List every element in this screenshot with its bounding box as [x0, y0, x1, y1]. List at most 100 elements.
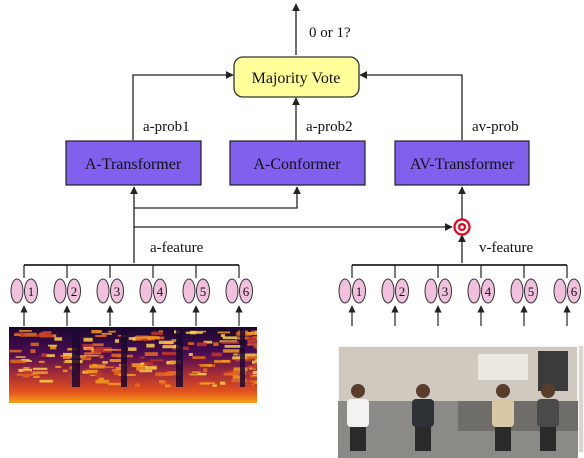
spectrogram-streak: [114, 339, 120, 343]
spectrogram-streak: [94, 349, 112, 353]
a-feature-to-conformer: [134, 186, 301, 209]
video-token-number: 4: [485, 284, 492, 299]
spectrogram-streak: [198, 364, 205, 366]
spectrogram-streak: [186, 372, 198, 375]
spectrogram-streak: [10, 359, 26, 364]
spectrogram-streak: [9, 349, 22, 353]
spectrogram-streak: [229, 370, 247, 375]
spectrogram-streak: [91, 330, 102, 334]
audio-token-blank: [53, 278, 67, 304]
spectrogram-streak: [256, 338, 257, 341]
spectrogram-streak: [248, 343, 257, 346]
spectrogram-streak: [156, 336, 165, 340]
audio-token-blank: [225, 278, 239, 304]
spectrogram-streak: [233, 353, 239, 356]
av-prob-arrow: [359, 71, 463, 140]
video-wall-art: [478, 354, 528, 380]
spectrogram-streak: [146, 343, 155, 348]
spectrogram-streak: [232, 375, 243, 379]
spectrogram-streak: [155, 372, 173, 377]
spectrogram-streak: [111, 353, 126, 357]
spectrogram-streak: [101, 332, 113, 335]
audio-token-number: 5: [200, 284, 207, 299]
spectrogram-streak: [95, 334, 107, 338]
spectrogram-streak: [84, 352, 92, 355]
spectrogram-streak: [251, 383, 257, 386]
video-token-number: 5: [528, 284, 535, 299]
spectrogram-streak: [128, 337, 138, 340]
a-conformer-box: [229, 140, 366, 186]
spectrogram-streak: [32, 371, 48, 375]
spectrogram-streak: [36, 382, 43, 386]
spectrogram-streak: [256, 335, 257, 340]
spectrogram-streak: [222, 336, 237, 340]
spectrogram-streak: [190, 330, 207, 333]
audio-token-numbered: [67, 278, 81, 304]
audio-token-blank: [182, 278, 196, 304]
spectrogram-streak: [54, 337, 63, 341]
audio-token-numbered: [153, 278, 167, 304]
spectrogram-streak: [92, 363, 98, 367]
spectrogram-streak: [170, 360, 182, 364]
spectrogram-streak: [84, 354, 99, 357]
spectrogram-streak: [191, 371, 201, 373]
spectrogram-streak: [139, 369, 153, 373]
audio-token-blank: [96, 278, 110, 304]
audio-token-numbered: [24, 278, 38, 304]
spectrogram-streak: [85, 369, 98, 374]
video-token-numbered: [438, 278, 452, 304]
spectrogram-streak: [39, 379, 53, 383]
v-feature-label: v-feature: [479, 240, 533, 256]
spectrogram-streak: [23, 375, 30, 378]
spectrogram-streak: [140, 362, 145, 365]
video-token-numbered: [524, 278, 538, 304]
spectrogram-streak: [33, 367, 48, 370]
spectrogram-gap: [72, 327, 80, 387]
video-person-legs: [415, 427, 431, 451]
audio-token-numbered: [110, 278, 124, 304]
spectrogram-streak: [203, 368, 208, 373]
spectrogram-streak: [248, 372, 257, 375]
video-token-blank: [510, 278, 524, 304]
video-person-head: [351, 384, 365, 398]
video-person-head: [541, 384, 555, 398]
audio-token-numbered: [239, 278, 253, 304]
spectrogram-streak: [214, 360, 231, 363]
spectrogram-streak: [103, 366, 115, 369]
spectrogram-streak: [33, 375, 40, 379]
spectrogram-streak: [221, 341, 240, 344]
spectrogram-streak: [15, 356, 26, 358]
spectrogram-streak: [21, 359, 30, 361]
spectrogram-streak: [144, 361, 153, 366]
audio-token-blank: [10, 278, 24, 304]
audio-token-number: 1: [28, 284, 35, 299]
spectrogram-streak: [252, 371, 257, 375]
spectrogram-streak: [81, 357, 92, 361]
spectrogram-streak: [89, 364, 106, 369]
spectrogram-streak: [147, 336, 160, 340]
spectrogram-streak: [256, 348, 257, 352]
video-sofa: [458, 401, 578, 431]
video-token-numbered: [352, 278, 366, 304]
spectrogram-streak: [194, 376, 203, 380]
spectrogram-streak: [19, 332, 37, 337]
spectrogram-streak: [158, 330, 164, 333]
spectrogram-streak: [134, 383, 141, 388]
video-person-head: [416, 384, 430, 398]
av-transformer-label: AV-Transformer: [410, 156, 515, 173]
spectrogram-streak: [251, 360, 257, 364]
audio-spectrogram: [9, 327, 257, 403]
spectrogram-streak: [23, 370, 32, 375]
spectrogram-streak: [248, 336, 257, 341]
spectrogram-streak: [252, 378, 257, 382]
spectrogram-streak: [95, 379, 110, 384]
spectrogram-streak: [139, 356, 145, 359]
av-transformer-box: [394, 140, 530, 186]
a-transformer-box: [65, 140, 202, 186]
spectrogram-gap: [240, 327, 245, 387]
spectrogram-streak: [255, 345, 257, 348]
video-person-legs: [540, 427, 556, 451]
spectrogram-streak: [41, 353, 47, 357]
a-feature-label: a-feature: [150, 240, 204, 256]
